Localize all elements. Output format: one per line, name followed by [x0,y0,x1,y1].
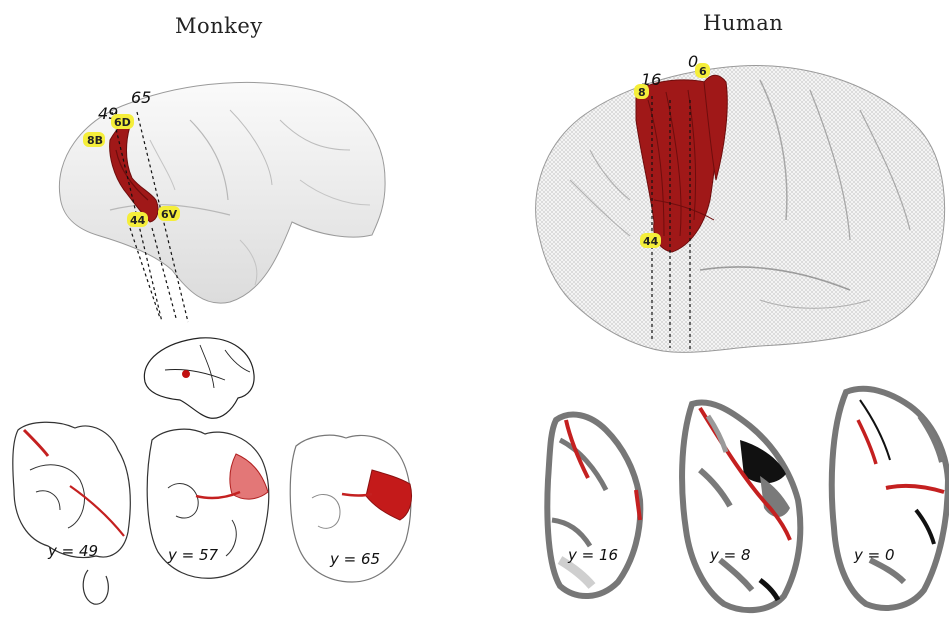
region-badge-6: 6 [699,65,707,78]
monkey-slice-label-49: y = 49 [47,542,98,560]
monkey-slice-49 [13,422,130,604]
human-slice-8 [682,402,800,610]
monkey-slice-label-65: y = 65 [329,550,380,568]
region-badge-6d: 6D [114,116,131,129]
region-badge-8b: 8B [87,134,103,147]
monkey-plane-label-65: 65 [131,88,151,107]
region-badge-6v: 6V [161,208,178,221]
human-slice-0 [832,389,948,608]
human-slice-16 [547,415,640,596]
human-slice-label-0: y = 0 [853,546,895,564]
region-badge-44-human: 44 [643,235,659,248]
human-brain [536,66,945,353]
monkey-inset-brain [144,338,254,418]
human-slice-label-8: y = 8 [709,546,751,564]
human-slice-label-16: y = 16 [567,546,618,564]
monkey-slice-label-57: y = 57 [167,546,219,564]
region-badge-8: 8 [638,86,646,99]
region-badge-44: 44 [130,214,146,227]
